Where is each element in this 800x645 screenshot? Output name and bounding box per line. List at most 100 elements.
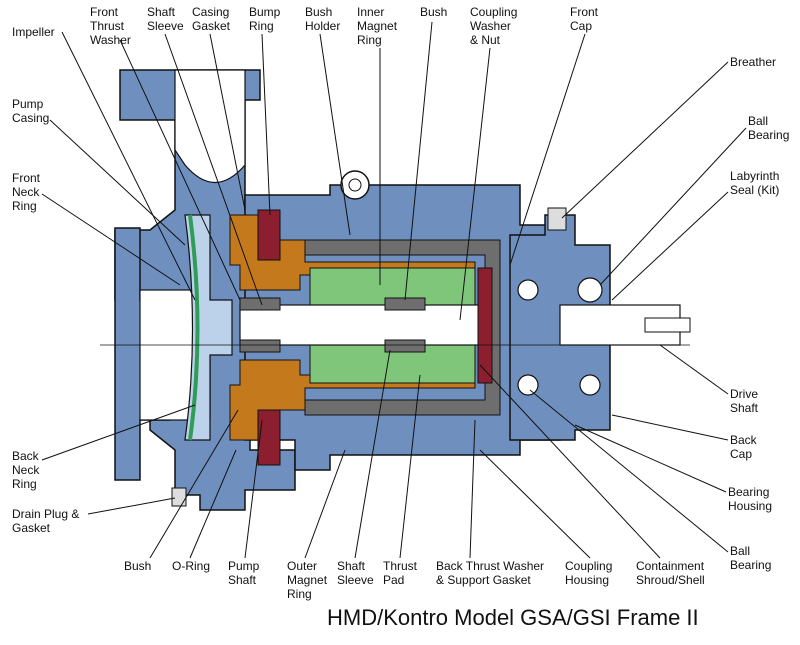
leader-bump-ring (261, 33, 271, 216)
leader-shaft-sleeve-top (164, 33, 263, 306)
leader-impeller (61, 31, 196, 301)
drain-plug-shape (171, 487, 187, 507)
leader-containment-shroud (479, 364, 661, 559)
leader-back-cap (611, 414, 729, 441)
leader-casing-gasket (209, 33, 246, 211)
ball-bearing-right-shape (579, 374, 601, 396)
leader-ball-bearing-top (599, 127, 747, 286)
label-drain-plug-gasket: Drain Plug &Gasket (12, 507, 79, 535)
label-line: Cap (570, 19, 592, 33)
label-line: Sleeve (337, 573, 374, 587)
ball-bearing-bottom-shape (517, 374, 539, 396)
label-line: Casing (192, 5, 229, 19)
label-line: Ring (12, 477, 37, 491)
leader-coupling-washer-nut (459, 47, 491, 321)
leader-shaft-sleeve-bottom (354, 349, 391, 559)
leader-bush-bottom (149, 409, 239, 559)
label-line: Sleeve (147, 19, 184, 33)
label-line: Inner (357, 5, 384, 19)
ball-bearing-left-shape (517, 279, 539, 301)
breather-shape (547, 207, 567, 231)
back-bush-shape (477, 267, 493, 384)
label-line: Magnet (287, 573, 328, 587)
label-line: Neck (12, 463, 40, 477)
leader-pump-casing (49, 119, 186, 246)
leader-breather (561, 61, 729, 219)
label-line: Shroud/Shell (636, 573, 705, 587)
drive-shaft-key (644, 317, 691, 333)
label-line: Shaft (147, 5, 176, 19)
label-bush-top: Bush (420, 5, 447, 19)
label-line: Bush (305, 5, 332, 19)
label-line: & Nut (470, 33, 501, 47)
leader-coupling-housing (479, 449, 591, 559)
casing-liner (188, 214, 200, 441)
leader-front-neck-ring (41, 193, 181, 286)
label-line: Ring (287, 587, 312, 601)
leader-back-thrust-washer (469, 419, 476, 559)
label-line: Ring (12, 199, 37, 213)
label-line: Breather (730, 55, 776, 69)
label-line: Drain Plug & (12, 507, 79, 521)
label-line: Casing (12, 111, 49, 125)
label-line: Ring (357, 33, 382, 47)
leader-front-cap (509, 33, 586, 266)
label-line: Front (12, 171, 41, 185)
label-line: Containment (636, 559, 705, 573)
label-line: Seal (Kit) (730, 183, 779, 197)
label-line: Housing (565, 573, 609, 587)
label-impeller: Impeller (12, 25, 55, 39)
lifting-eye-hole (348, 178, 362, 192)
pump-body (100, 69, 691, 511)
label-line: Bearing (728, 485, 769, 499)
label-line: Washer (470, 19, 511, 33)
leader-drain-plug-gasket (87, 497, 176, 515)
discharge-nozzle (174, 69, 246, 184)
diagram-title: HMD/Kontro Model GSA/GSI Frame II (327, 605, 699, 630)
label-line: Shaft (337, 559, 366, 573)
label-line: Ball (730, 544, 750, 558)
label-line: Holder (305, 19, 340, 33)
label-bush-bottom: Bush (124, 559, 151, 573)
label-line: Bush (420, 5, 447, 19)
label-line: Labyrinth (730, 169, 779, 183)
label-line: Housing (728, 499, 772, 513)
ball-bearing-top-shape (577, 277, 603, 303)
leader-back-neck-ring (41, 404, 196, 461)
label-line: Front (570, 5, 599, 19)
label-line: Back Thrust Washer (436, 559, 544, 573)
leader-bush-holder (319, 33, 351, 236)
leader-labyrinth-seal (611, 191, 729, 301)
label-line: Pad (383, 573, 404, 587)
label-line: Pump (228, 559, 260, 573)
label-line: Coupling (565, 559, 612, 573)
label-line: Thrust (90, 19, 125, 33)
leader-outer-magnet-ring (304, 449, 346, 559)
label-line: Washer (90, 33, 131, 47)
leader-bush-top (404, 21, 433, 301)
bump-ring-shape (257, 209, 281, 261)
label-line: Gasket (12, 521, 51, 535)
label-line: Impeller (12, 25, 55, 39)
label-line: Back (730, 433, 758, 447)
